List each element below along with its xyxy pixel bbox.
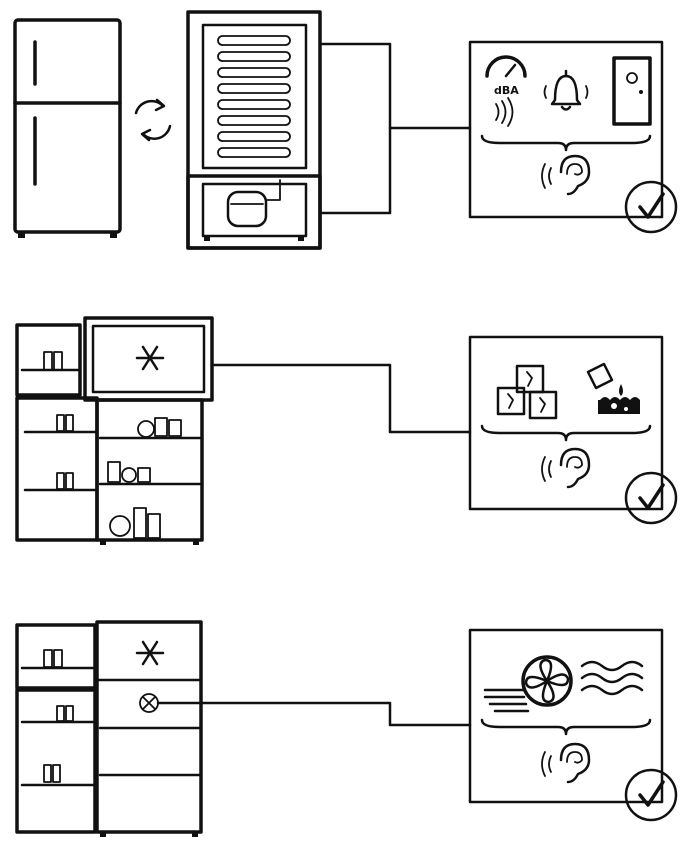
svg-text:dBA: dBA xyxy=(494,84,519,97)
refrigerator-cutaway xyxy=(186,10,322,250)
row-compressor-noise: dBA xyxy=(13,10,678,250)
connector-lines xyxy=(318,42,472,215)
connector-line xyxy=(210,363,472,434)
row-fan-airflow xyxy=(15,620,678,837)
check-icon xyxy=(624,768,678,822)
fan-small-icon xyxy=(139,693,159,713)
door-sensor-icon xyxy=(612,56,652,126)
sound-waves-icon xyxy=(495,97,514,127)
airflow-lines-icon xyxy=(483,688,530,713)
connector-line xyxy=(156,701,472,727)
noise-result-panel: dBA xyxy=(468,40,664,219)
fan-result-panel xyxy=(468,628,664,804)
check-icon xyxy=(624,180,678,234)
ice-result-panel xyxy=(468,335,664,511)
ice-cubes-icon xyxy=(496,364,558,420)
fan-icon xyxy=(521,655,573,707)
ear-icon xyxy=(541,742,591,784)
ear-icon xyxy=(541,447,591,489)
snowflake-icon xyxy=(135,640,165,666)
sound-meter-icon: dBA xyxy=(485,55,527,97)
refrigerator-closed xyxy=(13,18,122,238)
bell-icon xyxy=(543,69,589,111)
refrigerator-open-fan xyxy=(15,620,203,837)
snowflake-icon xyxy=(135,345,165,371)
check-icon xyxy=(624,471,678,525)
cycle-arrows-icon xyxy=(134,98,172,142)
row-ice-cracking xyxy=(15,316,678,545)
compressor-icon xyxy=(226,179,281,228)
condenser-coil xyxy=(217,35,291,158)
water-drop-tray-icon xyxy=(586,362,640,414)
ear-icon xyxy=(541,154,591,196)
refrigerator-open xyxy=(15,316,214,545)
air-waves-icon xyxy=(580,660,644,696)
